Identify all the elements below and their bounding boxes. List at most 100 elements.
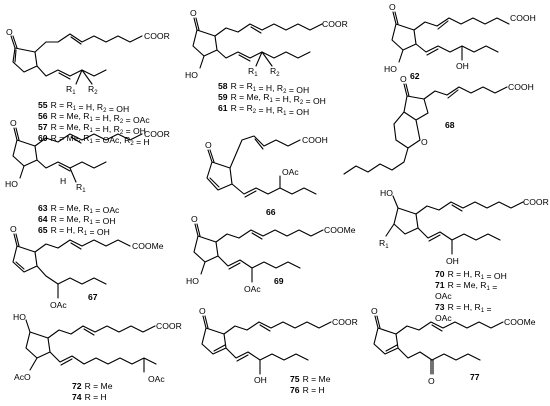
compound-number-76: 76 bbox=[290, 385, 300, 395]
acetoxy-label: OAc bbox=[148, 374, 165, 384]
hydroxyl-label: HO bbox=[5, 179, 18, 189]
structure-70: HO COOR R1 OH bbox=[379, 188, 549, 266]
acetoxy-label: OAc bbox=[282, 167, 299, 177]
svg-text:65R = H, R1 = OH: 65R = H, R1 = OH bbox=[38, 225, 110, 237]
structure-55: O COOR R1 R2 bbox=[6, 27, 170, 96]
compound-number-60: 60 bbox=[38, 133, 48, 143]
caption-72: R = Me bbox=[85, 381, 113, 391]
svg-text:71R = Me, R1 =: 71R = Me, R1 = bbox=[435, 280, 497, 292]
r1-label: R1 bbox=[76, 182, 86, 194]
compound-number-65: 65 bbox=[38, 225, 48, 235]
caption-59: R = Me, R1 = H, R2 = OH bbox=[231, 92, 326, 106]
ketone-oxygen-label: O bbox=[190, 8, 197, 18]
structure-77: O COOMe O 77 bbox=[371, 306, 536, 386]
r1-label: R1 bbox=[66, 84, 76, 96]
compound-number-59: 59 bbox=[218, 92, 228, 102]
ester-label: COOMe bbox=[504, 317, 536, 327]
caption-76: R = H bbox=[303, 385, 325, 395]
acid-label: COOH bbox=[508, 82, 534, 92]
compound-number-64: 64 bbox=[38, 214, 48, 224]
ether-oxygen-label: O bbox=[421, 137, 428, 147]
caption-65: R = H, R1 = OH bbox=[51, 225, 110, 237]
svg-text:61R = R2 = H, R1 = OH: 61R = R2 = H, R1 = OH bbox=[218, 103, 309, 117]
caption-56: R = Me, R1 = H, R2 = OAc bbox=[51, 111, 151, 125]
compound-number-66: 66 bbox=[266, 207, 276, 217]
ketone-oxygen-label: O bbox=[191, 214, 198, 224]
caption-75: R = Me bbox=[303, 374, 331, 384]
compound-number-74: 74 bbox=[72, 392, 82, 402]
compound-number-55: 55 bbox=[38, 100, 48, 110]
compound-number-75: 75 bbox=[290, 374, 300, 384]
compound-number-67: 67 bbox=[88, 292, 98, 302]
svg-text:73R = H, R1 =: 73R = H, R1 = bbox=[435, 302, 492, 314]
ester-label: COOMe bbox=[324, 225, 356, 235]
compound-number-77: 77 bbox=[470, 372, 480, 382]
structure-58: O COOR HO R1 R2 bbox=[185, 8, 348, 80]
svg-text:75R = Me: 75R = Me bbox=[290, 374, 331, 384]
compound-number-63: 63 bbox=[38, 203, 48, 213]
acid-label: COOH bbox=[302, 135, 328, 145]
caption-73-continued: OAc bbox=[435, 313, 452, 323]
svg-text:56R = Me, R1 = H, R2 = OAc: 56R = Me, R1 = H, R2 = OAc bbox=[38, 111, 150, 125]
ester-label: COOR bbox=[523, 197, 549, 207]
compound-number-56: 56 bbox=[38, 111, 48, 121]
caption-55: R = R1 = H, R2 = OH bbox=[51, 100, 130, 114]
svg-text:74R = H: 74R = H bbox=[72, 392, 107, 402]
compound-number-57: 57 bbox=[38, 122, 48, 132]
svg-text:72R = Me: 72R = Me bbox=[72, 381, 113, 391]
caption-70: R = H, R1 = OH bbox=[448, 269, 507, 281]
caption-64: R = Me, R1 = OH bbox=[51, 214, 116, 226]
r1-label: R1 bbox=[379, 238, 389, 250]
ketone-oxygen-label: O bbox=[199, 306, 206, 316]
svg-text:64R = Me, R1 = OH: 64R = Me, R1 = OH bbox=[38, 214, 116, 226]
ketone-oxygen-label: O bbox=[400, 74, 407, 84]
compound-number-72: 72 bbox=[72, 381, 82, 391]
svg-text:70R = H, R1 = OH: 70R = H, R1 = OH bbox=[435, 269, 507, 281]
hydrogen-label: H bbox=[60, 176, 66, 186]
caption-74: R = H bbox=[85, 392, 107, 402]
caption-73: R = H, R1 = bbox=[448, 302, 492, 314]
ester-label: COOR bbox=[332, 317, 358, 327]
hydroxyl-label: HO bbox=[380, 188, 393, 198]
r1-label: R1 bbox=[248, 66, 258, 78]
hydroxyl-label: HO bbox=[185, 70, 198, 80]
acetoxy-label: OAc bbox=[50, 300, 67, 310]
caption-58: R = R1 = H, R2 = OH bbox=[231, 81, 310, 95]
structure-72: HO COOR AcO OAc bbox=[13, 312, 182, 384]
compound-number-70: 70 bbox=[435, 269, 445, 279]
acetoxy-label: OAc bbox=[244, 284, 261, 294]
ester-label: COOMe bbox=[132, 241, 164, 251]
ester-label: COOR bbox=[144, 129, 170, 139]
structure-63: O COOR HO H R1 bbox=[5, 118, 170, 194]
compound-number-69: 69 bbox=[274, 276, 284, 286]
acetoxy-label: AcO bbox=[14, 372, 31, 382]
hydroxyl-label: HO bbox=[384, 64, 397, 74]
compound-number-73: 73 bbox=[435, 302, 445, 312]
hydroxyl-label: OH bbox=[446, 256, 459, 266]
compound-number-58: 58 bbox=[218, 81, 228, 91]
hydroxyl-label: HO bbox=[186, 276, 199, 286]
caption-71-continued: OAc bbox=[435, 291, 452, 301]
svg-text:76R = H: 76R = H bbox=[290, 385, 325, 395]
ester-label: COOR bbox=[322, 19, 348, 29]
svg-text:55R = R1 = H, R2 = OH: 55R = R1 = H, R2 = OH bbox=[38, 100, 129, 114]
structure-66: O COOH OAc 66 bbox=[205, 135, 328, 217]
ketone-oxygen-label: O bbox=[10, 118, 17, 128]
caption-63: R = Me, R1 = OAc bbox=[51, 203, 120, 215]
structure-75: O COOR OH bbox=[199, 306, 358, 385]
ketone-oxygen-label: O bbox=[371, 306, 378, 316]
hydroxyl-label: OH bbox=[456, 61, 469, 71]
ketone-oxygen-label: O bbox=[10, 224, 17, 234]
structure-62: O COOH HO OH 62 bbox=[384, 2, 536, 81]
svg-text:57R = Me, R1 = H, R2 = OH: 57R = Me, R1 = H, R2 = OH bbox=[38, 122, 146, 136]
svg-text:63R = Me, R1 = OAc: 63R = Me, R1 = OAc bbox=[38, 203, 120, 215]
caption-61: R = R2 = H, R1 = OH bbox=[231, 103, 310, 117]
ester-label: COOR bbox=[156, 321, 182, 331]
acid-label: COOH bbox=[510, 13, 536, 23]
